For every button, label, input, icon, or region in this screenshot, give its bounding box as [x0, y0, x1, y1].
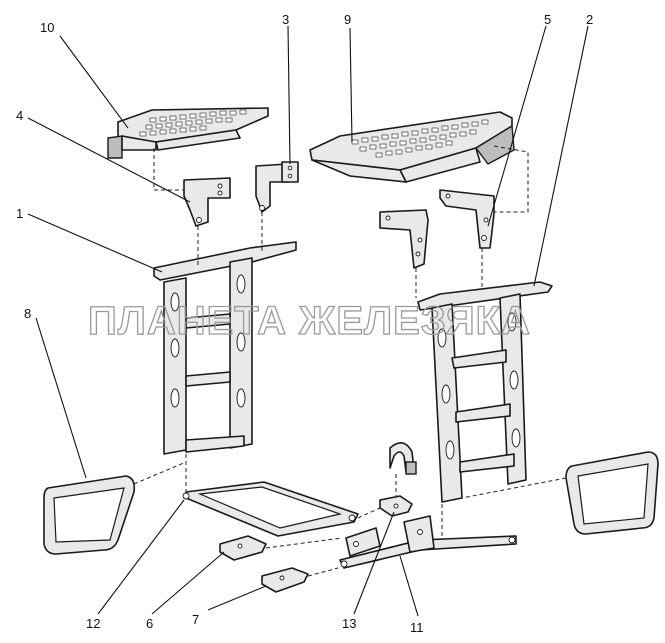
- callout-1: 1: [16, 206, 23, 221]
- clamp-6: [219, 535, 267, 561]
- callout-9: 9: [344, 12, 351, 27]
- leader-lines: [27, 25, 589, 617]
- step-plate-right: [309, 111, 515, 183]
- assembly-lines: [133, 145, 567, 577]
- ladder-frame-right: [417, 281, 553, 503]
- callout-13: 13: [342, 616, 356, 631]
- callout-8: 8: [24, 306, 31, 321]
- clamp-7: [261, 567, 309, 593]
- handrail-8-left: [43, 475, 136, 555]
- bracket-5: [439, 189, 495, 249]
- bracket-3: [255, 161, 299, 213]
- clamp-13: [379, 495, 413, 517]
- handrail-right: [565, 451, 659, 535]
- step-plate-left: [107, 107, 269, 159]
- callout-2: 2: [586, 12, 593, 27]
- callout-3: 3: [282, 12, 289, 27]
- callout-labels: 10 4 1 3 9 5 2 8 12 6 7 13 11: [16, 12, 593, 635]
- watermark-text: ПЛАНЕТА ЖЕЛЕЗЯКА: [88, 299, 531, 343]
- lower-step-frame: [182, 481, 359, 537]
- bracket-center: [379, 209, 429, 269]
- bracket-4: [183, 177, 231, 227]
- support-assembly-11: [339, 515, 517, 569]
- callout-11: 11: [410, 620, 424, 635]
- ladder-frame-left: [153, 241, 297, 455]
- callout-10: 10: [40, 20, 54, 35]
- callout-5: 5: [544, 12, 551, 27]
- callout-12: 12: [86, 616, 100, 631]
- strap-band: [389, 442, 417, 475]
- callout-7: 7: [192, 612, 199, 627]
- callout-4: 4: [16, 108, 23, 123]
- callout-6: 6: [146, 616, 153, 631]
